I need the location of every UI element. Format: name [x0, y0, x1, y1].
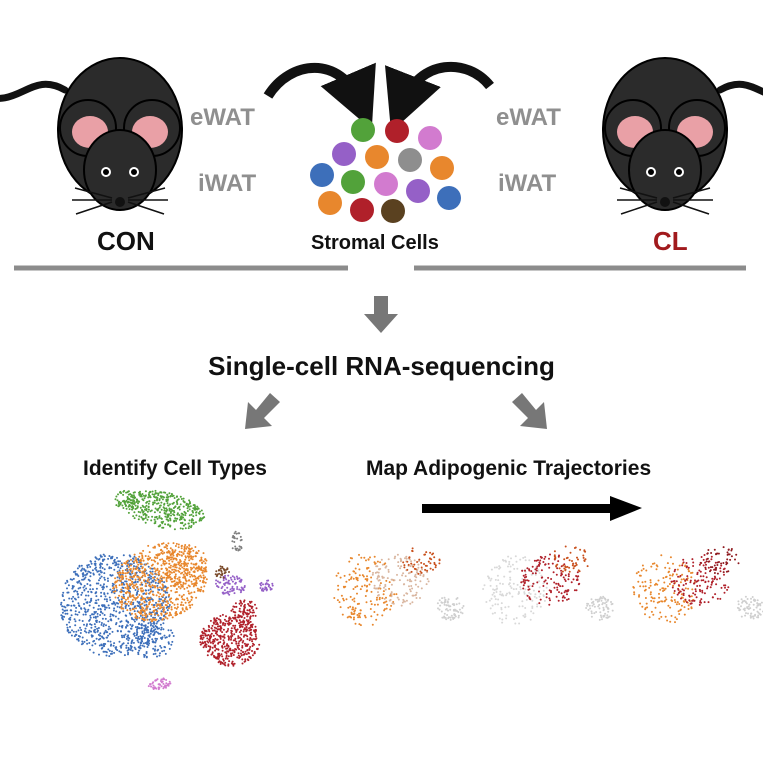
control-ewat-label: eWAT: [190, 104, 255, 131]
treated-mouse-icon: [603, 58, 763, 214]
right-curved-arrow-icon: [385, 61, 494, 132]
cluster-orange: [112, 542, 208, 623]
control-mouse-icon: [0, 58, 182, 214]
treated-iwat-label: iWAT: [498, 170, 557, 197]
stromal-cells-icon: [310, 118, 461, 223]
treated-ewat-label: eWAT: [496, 104, 561, 131]
trajectory-panel-1: [333, 547, 465, 627]
cluster-red: [199, 599, 261, 667]
cell-type-clusters: [60, 489, 274, 691]
stromal-cells-label: Stromal Cells: [311, 232, 439, 254]
trajectory-arrow-icon: [422, 496, 642, 521]
cluster-purple: [215, 574, 274, 596]
method-label: Single-cell RNA-sequencing: [208, 351, 555, 381]
down-arrow-icon: [364, 296, 398, 333]
cluster-pink: [147, 677, 172, 691]
cluster-blue: [60, 553, 175, 659]
cluster-gray: [231, 530, 243, 552]
left-curved-arrow-icon: [263, 62, 376, 130]
cluster-green: [114, 489, 206, 531]
map-trajectories-label: Map Adipogenic Trajectories: [366, 457, 652, 480]
trajectory-panel-3: [632, 546, 763, 624]
trajectory-panel-2: [482, 545, 614, 625]
identify-cell-types-label: Identify Cell Types: [83, 457, 267, 480]
down-left-arrow-icon: [245, 393, 280, 429]
control-iwat-label: iWAT: [198, 170, 257, 197]
control-label: CON: [97, 226, 155, 256]
cluster-brown: [214, 565, 230, 579]
treated-label: CL: [653, 226, 688, 256]
down-right-arrow-icon: [512, 393, 547, 429]
